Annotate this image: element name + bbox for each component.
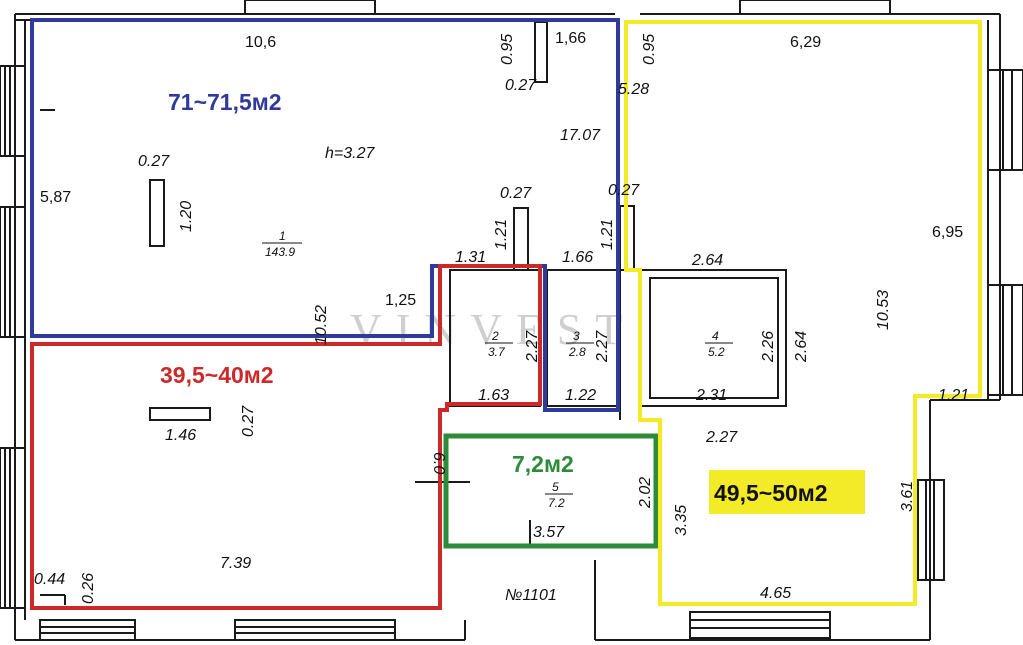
room-2-number: 2 (491, 329, 499, 343)
dim-10-6: 10,6 (245, 34, 276, 51)
dim-1-46: 1.46 (165, 427, 196, 444)
room-4-tag: 4 5.2 (705, 329, 733, 359)
room-5-area: 7.2 (548, 496, 565, 510)
dim-0-26: 0.26 (80, 573, 97, 604)
dim-1-21-a: 1.21 (493, 219, 510, 250)
dim-2-64-b: 2.64 (793, 331, 810, 363)
room-3-tag: 3 2.8 (566, 329, 594, 359)
dim-1-21-c: 1.21 (938, 387, 969, 404)
room-4-number: 4 (712, 329, 719, 343)
dim-0-27-c: 0.27 (500, 185, 532, 202)
room-4-area: 5.2 (708, 345, 725, 359)
zone-green-outline (443, 433, 659, 549)
room-1-number: 1 (279, 229, 286, 243)
room-1-tag: h=3.27 1 143.9 (262, 145, 375, 259)
room-2-tag: 2 3.7 (485, 329, 513, 359)
dim-2-27-b: 2.27 (594, 330, 611, 363)
dim-1-66-mid: 1.66 (562, 249, 593, 266)
room-2-area: 3.7 (488, 345, 506, 359)
dim-2-64-a: 2.64 (691, 252, 723, 269)
dim-2-31: 2.31 (695, 387, 727, 404)
dim-10-53: 10.53 (875, 290, 892, 330)
dim-0-44: 0.44 (34, 571, 65, 588)
room-1-height: h=3.27 (325, 145, 375, 162)
dim-10-52: 10.52 (313, 305, 330, 345)
dim-2-26: 2.26 (760, 331, 777, 363)
dim-1-66-top: 1,66 (555, 30, 586, 47)
dim-1-22: 1.22 (565, 387, 596, 404)
dim-1-63: 1.63 (478, 387, 509, 404)
dim-1-21-b: 1.21 (599, 219, 616, 250)
dim-2-27-a: 2.27 (524, 330, 541, 363)
dim-3-57: 3.57 (533, 524, 565, 541)
dim-0-27-b: 0.27 (138, 153, 170, 170)
dim-6-0: 6.0 (430, 452, 447, 474)
room-3-number: 3 (573, 329, 580, 343)
area-label-blue: 71~71,5м2 (168, 89, 282, 115)
dim-2-27-c: 2.27 (705, 429, 738, 446)
dim-17-07: 17.07 (560, 127, 601, 144)
apartment-number: №1101 (505, 587, 557, 604)
dim-0-95-b: 0.95 (641, 34, 658, 65)
area-label-red: 39,5~40м2 (160, 362, 274, 388)
area-label-green: 7,2м2 (512, 451, 574, 477)
dim-1-20: 1.20 (178, 201, 195, 232)
zone-red-outline (30, 264, 542, 610)
dim-1-25: 1,25 (385, 292, 416, 309)
zone-blue-outline (30, 18, 620, 412)
dim-6-29: 6,29 (790, 34, 821, 51)
dim-3-61: 3.61 (899, 481, 916, 512)
zone-yellow-outline (624, 20, 982, 606)
dim-5-87: 5,87 (40, 189, 71, 206)
dim-3-35: 3.35 (673, 505, 690, 536)
dim-0-95-a: 0.95 (499, 34, 516, 65)
dim-2-02: 2.02 (637, 477, 654, 509)
room-1-area: 143.9 (265, 245, 295, 259)
area-label-yellow-bg (709, 470, 865, 514)
dim-5-28: 5.28 (618, 81, 649, 98)
area-label-yellow: 49,5~50м2 (714, 480, 828, 506)
room-5-number: 5 (552, 480, 559, 494)
dim-4-65: 4.65 (760, 585, 791, 602)
dim-0-27-a: 0.27 (505, 77, 537, 94)
dim-0-27-e: 0.27 (240, 405, 257, 437)
dim-7-39: 7.39 (220, 555, 251, 572)
dim-0-27-d: 0.27 (608, 182, 640, 199)
dim-1-31: 1.31 (455, 249, 486, 266)
dimensions: 10,6 1,66 0.95 0.27 0.95 5.28 6,29 17.07… (34, 30, 969, 604)
room-3-area: 2.8 (568, 345, 586, 359)
dim-6-95: 6,95 (932, 224, 963, 241)
room-5-tag: 5 7.2 (545, 480, 573, 510)
